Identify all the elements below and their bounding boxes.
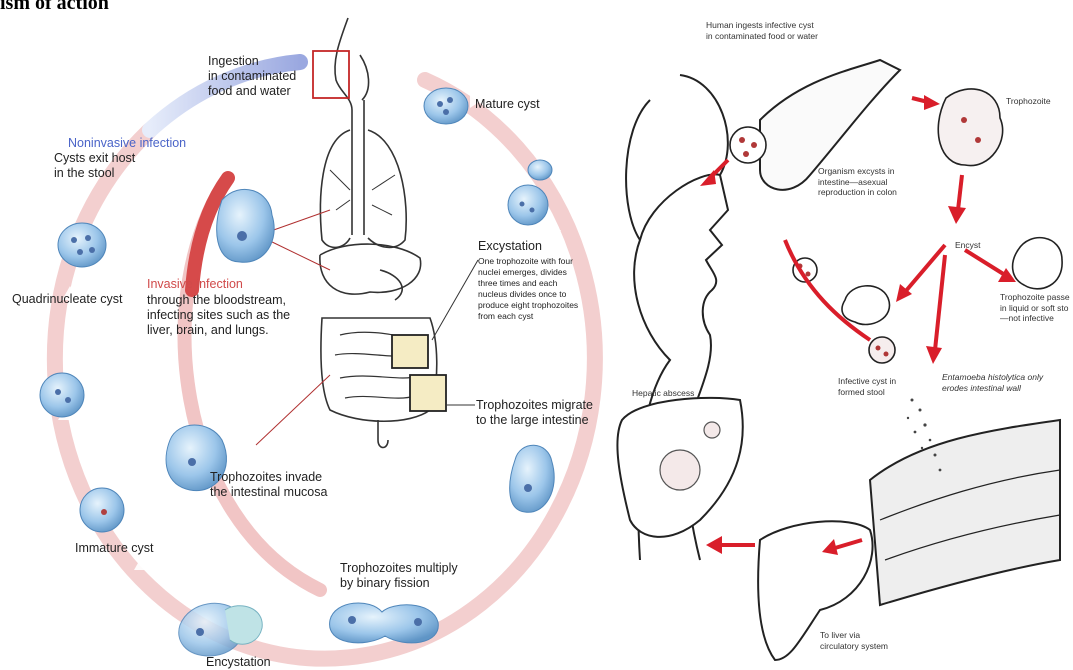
trophozoite-stool-icon [1013, 238, 1063, 289]
human-ingests-label: Human ingests infective cyst in contamin… [706, 20, 818, 41]
hepatic-abscess-label: Hepatic abscess [632, 388, 694, 399]
infective-cyst-label: Infective cyst in formed stool [838, 376, 896, 397]
ingested-cyst-icon [730, 127, 766, 163]
infective-cyst-icon [869, 337, 895, 363]
encysting-trophozoite-icon [842, 286, 889, 325]
to-liver-label: To liver via circulatory system [820, 630, 888, 651]
encyst-label: Encyst [955, 240, 981, 251]
organism-excysts-label: Organism excysts in intestine—asexual re… [818, 166, 897, 198]
trophozoite-top-icon [938, 89, 1002, 166]
trophozoite-label-top: Trophozoite [1006, 96, 1051, 107]
trophozoite-passes-label: Trophozoite passe in liquid or soft sto … [1000, 292, 1070, 324]
entamoeba-label: Entamoeba histolytica only erodes intest… [942, 372, 1043, 393]
